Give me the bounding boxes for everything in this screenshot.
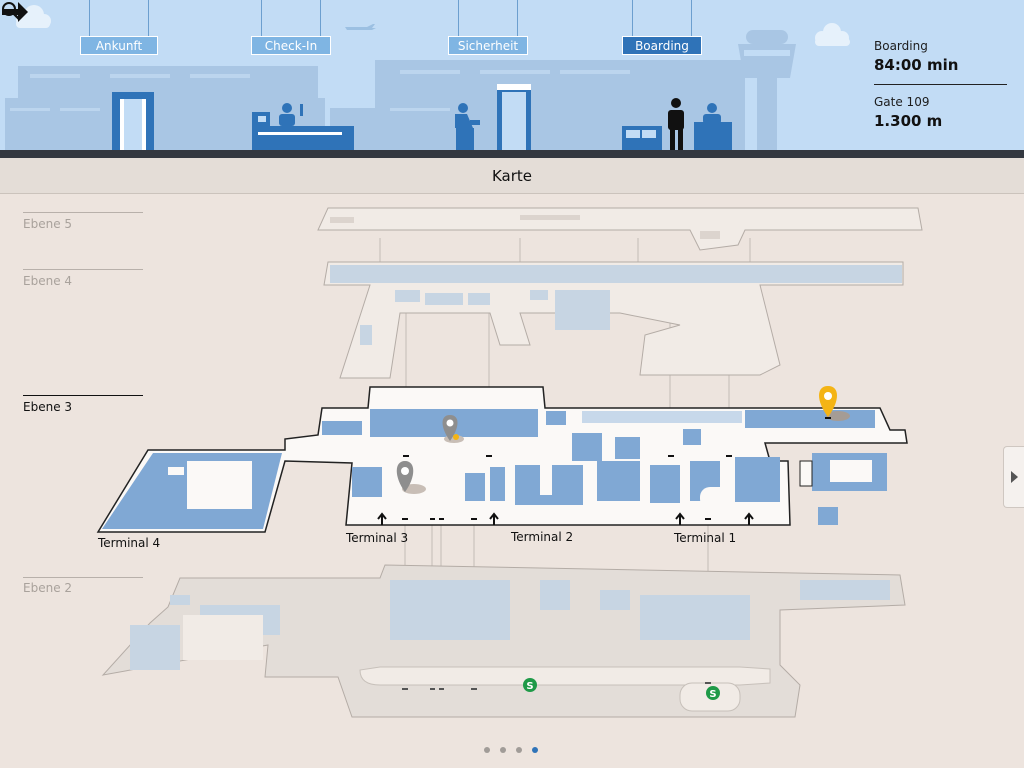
airport-floor-map[interactable]: S S Ebene 5 Ebene 4 Ebene 3 Eben: [0, 195, 1024, 768]
page-dot[interactable]: [484, 747, 490, 753]
page-dot[interactable]: [516, 747, 522, 753]
level-label-4[interactable]: Ebene 4: [23, 274, 73, 288]
gate-location-pin-icon: [819, 386, 850, 421]
cloud-icon: [815, 23, 850, 46]
step-security[interactable]: Sicherheit: [448, 36, 528, 55]
level-label-2[interactable]: Ebene 2: [23, 581, 73, 595]
checkin-desk-icon: [252, 103, 354, 150]
sbahn-station-icon: S: [706, 686, 720, 700]
page-title: Karte: [0, 158, 1024, 194]
step-boarding[interactable]: Boarding: [622, 36, 702, 55]
terminal-label: Terminal 4: [98, 536, 161, 550]
gray-location-pin-icon: [396, 461, 426, 494]
airplane-icon: [345, 24, 376, 30]
level-label-5[interactable]: Ebene 5: [23, 217, 73, 231]
terminal-label: Terminal 3: [346, 531, 409, 545]
step-arrival[interactable]: Ankunft: [80, 36, 158, 55]
chevron-right-icon: [1011, 471, 1018, 483]
ground-line: [0, 150, 1024, 158]
level-5-floorplan: [317, 207, 923, 251]
gate-distance: 1.300 m: [874, 112, 943, 130]
side-panel-toggle[interactable]: [1003, 446, 1024, 508]
sbahn-station-icon: S: [523, 678, 537, 692]
info-divider: [874, 84, 1007, 85]
security-scanner-icon: [455, 84, 531, 150]
floor-map-drawing[interactable]: S S: [0, 195, 1024, 768]
boarding-countdown: 84:00 min: [874, 56, 959, 74]
terminal-label: Terminal 2: [511, 530, 574, 544]
arrow-right-icon: [2, 2, 28, 22]
level-3-floorplan: [96, 386, 908, 533]
svg-text:S: S: [526, 681, 533, 692]
journey-progress-scene: Ankunft Check-In Sicherheit Boarding Boa…: [0, 0, 1024, 158]
cloud-icon: [16, 5, 51, 28]
page-dot-active[interactable]: [532, 747, 538, 753]
svg-text:S: S: [709, 689, 716, 700]
control-tower-icon: [738, 30, 796, 150]
terminal-label: Terminal 1: [674, 531, 737, 545]
boarding-label: Boarding: [874, 39, 928, 53]
terminal-skyline-illustration: [5, 5, 850, 155]
gate-label: Gate 109: [874, 95, 930, 109]
level-label-3[interactable]: Ebene 3: [23, 400, 73, 414]
arrival-gate-icon: [112, 92, 154, 150]
step-checkin[interactable]: Check-In: [251, 36, 331, 55]
level-2-floorplan: [101, 564, 906, 718]
page-indicator[interactable]: [484, 738, 548, 753]
page-dot[interactable]: [500, 747, 506, 753]
traveller-icon: [668, 98, 684, 150]
gray-location-pin-icon: [442, 415, 464, 443]
